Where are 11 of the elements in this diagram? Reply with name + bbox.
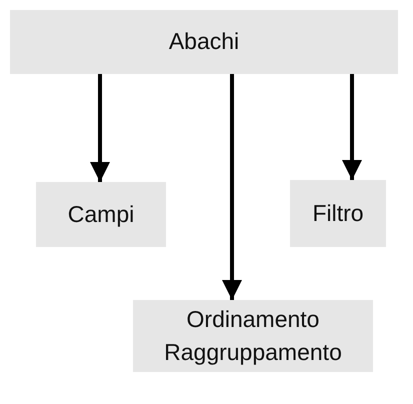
label-box [36, 182, 166, 247]
label-box [290, 180, 386, 247]
arrow [342, 74, 362, 180]
box-label: Ordinamento Raggruppamento [163, 304, 343, 367]
box-label: Campi [68, 200, 134, 229]
label-box [10, 10, 398, 74]
arrow [222, 74, 242, 300]
arrow [90, 74, 110, 182]
box-label: Filtro [312, 198, 364, 228]
label-box [133, 300, 373, 372]
box-label: Abachi [168, 27, 240, 56]
